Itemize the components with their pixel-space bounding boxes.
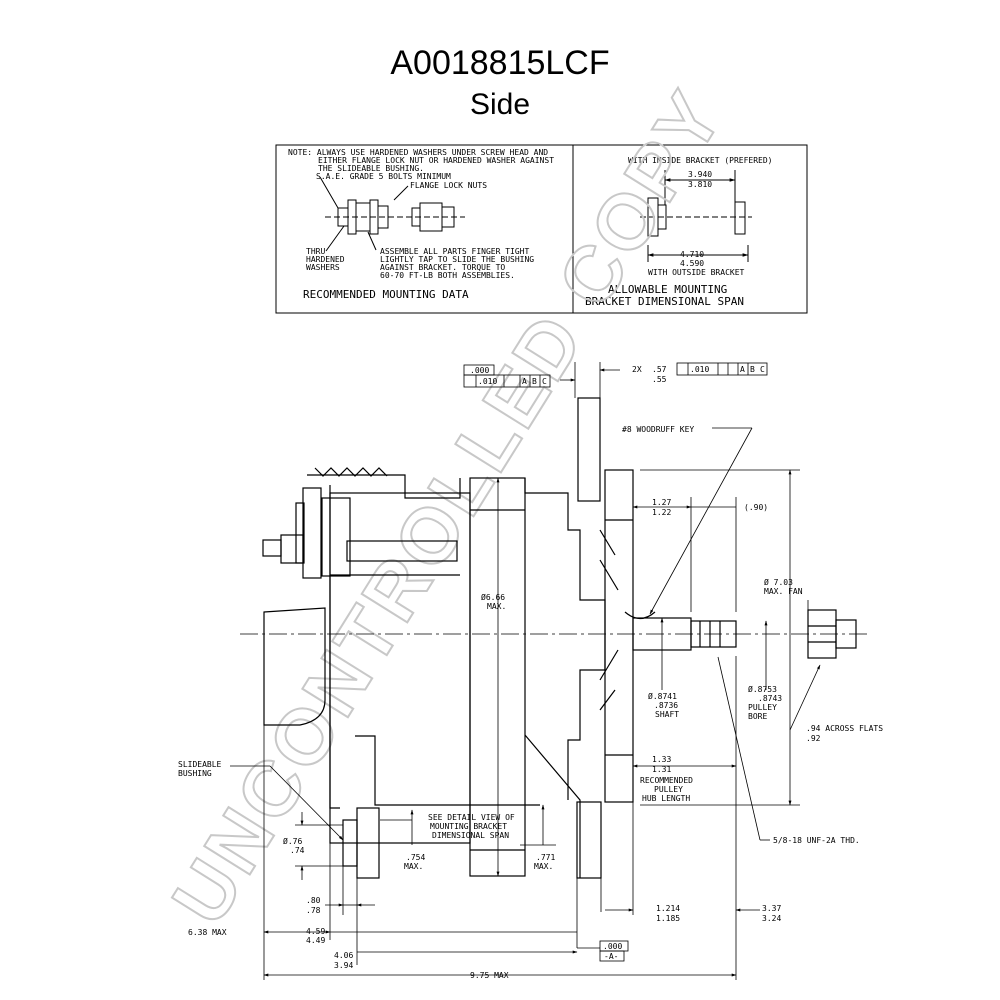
bore-dia-upper: Ø.8753: [748, 684, 777, 694]
assemble-line-1: ASSEMBLE ALL PARTS FINGER TIGHT: [380, 247, 529, 256]
d754-label: MAX.: [404, 862, 423, 871]
body-dia-value: Ø6.66: [481, 592, 505, 602]
detail-note-3: DIMENSIONAL SPAN: [432, 831, 509, 840]
d406-lower: 3.94: [334, 961, 353, 970]
d1214-upper: 1.214: [656, 904, 680, 913]
d638-label: 6.38 MAX: [188, 928, 227, 937]
datum-right-prefix: 2X: [632, 365, 642, 374]
d080-lower: .78: [306, 906, 321, 915]
datum-right-a: A: [740, 365, 745, 374]
thread-label: 5/8-18 UNF-2A THD.: [773, 836, 860, 845]
d337-upper: 3.37: [762, 904, 781, 913]
d771-label: MAX.: [534, 862, 553, 871]
datum-left-tol: .010: [478, 377, 497, 386]
bolt-grade-label: S.A.E. GRADE 5 BOLTS MINIMUM: [316, 172, 451, 181]
part-number-title: A0018815LCF: [390, 44, 610, 82]
datum-left-c: C: [542, 377, 547, 386]
shaft-dia-upper: Ø.8741: [648, 691, 677, 701]
hub-dim-upper: 1.27: [652, 498, 671, 507]
outside-dim-lower: 4.590: [680, 259, 704, 268]
outside-bracket-label: WITH OUTSIDE BRACKET: [648, 268, 745, 277]
body-dia-label: MAX.: [487, 602, 506, 611]
bushing-dia-upper: Ø.76: [283, 836, 302, 846]
recommended-mounting-caption: RECOMMENDED MOUNTING DATA: [303, 288, 469, 301]
datum-left-a: A: [522, 377, 527, 386]
hub-length-upper: 1.33: [652, 755, 671, 764]
d406-upper: 4.06: [334, 951, 353, 960]
datum-right-dim-2: .55: [652, 375, 667, 384]
mounting-data-box: [275, 144, 808, 314]
d771-value: .771: [536, 853, 555, 862]
woodruff-key-label: #8 WOODRUFF KEY: [622, 425, 694, 434]
bore-dia-lower: .8743: [758, 694, 782, 703]
flats-upper: .94 ACROSS FLATS: [806, 724, 883, 733]
hub-length-label-1: RECOMMENDED: [640, 776, 693, 785]
note-line-1: NOTE: ALWAYS USE HARDENED WASHERS UNDER …: [288, 148, 548, 157]
datum-bottom-label: -A-: [604, 952, 618, 961]
bracket-span-sketch: [640, 170, 752, 262]
datum-right-dim-1: .57: [652, 365, 667, 374]
flange-nut-label: FLANGE LOCK NUTS: [410, 181, 487, 190]
hub-dim-lower: 1.22: [652, 508, 671, 517]
d459-upper: 4.59: [306, 927, 325, 936]
inside-bracket-label: WITH INSIDE BRACKET (PREFERED): [628, 156, 773, 165]
ref-090-label: (.90): [744, 503, 768, 512]
bore-label: BORE: [748, 712, 767, 721]
assemble-line-2: LIGHTLY TAP TO SLIDE THE BUSHING: [380, 255, 534, 264]
d337-lower: 3.24: [762, 914, 781, 923]
fan-dia-label: MAX. FAN: [764, 587, 803, 596]
d459-lower: 4.49: [306, 936, 325, 945]
datum-left-b: B: [532, 377, 537, 386]
d975-label: 9.75 MAX: [470, 971, 509, 980]
allowable-span-caption-2: BRACKET DIMENSIONAL SPAN: [585, 295, 744, 308]
datum-right-c: C: [760, 365, 765, 374]
note-line-2: EITHER FLANGE LOCK NUT OR HARDENED WASHE…: [318, 156, 554, 165]
flats-lower: .92: [806, 734, 821, 743]
bushing-label-1: SLIDEABLE: [178, 760, 222, 769]
datum-right-b: B: [750, 365, 755, 374]
allowable-span-caption-1: ALLOWABLE MOUNTING: [608, 283, 727, 296]
bushing-dia-lower: .74: [290, 846, 305, 855]
thru-label-1: THRU: [306, 247, 325, 256]
inside-dim-lower: 3.810: [688, 180, 712, 189]
inside-dim-upper: 3.940: [688, 170, 712, 179]
detail-note-2: MOUNTING BRACKET: [430, 822, 507, 831]
shaft-label: SHAFT: [655, 710, 679, 719]
bushing-label-2: BUSHING: [178, 769, 212, 778]
datum-bottom-value: .000: [603, 942, 622, 951]
view-subtitle: Side: [469, 88, 531, 121]
datum-right-tol: .010: [690, 365, 709, 374]
shaft-dia-lower: .8736: [654, 701, 678, 710]
assemble-line-4: 60-70 FT-LB BOTH ASSEMBLIES.: [380, 271, 515, 280]
thru-label-2: HARDENED: [306, 255, 345, 264]
assemble-line-3: AGAINST BRACKET. TORQUE TO: [380, 263, 505, 272]
pulley-label: PULLEY: [748, 703, 777, 712]
d1214-lower: 1.185: [656, 914, 680, 923]
thru-label-3: WASHERS: [306, 263, 340, 272]
d754-value: .754: [406, 853, 425, 862]
fan-dia-value: Ø 7.03: [764, 577, 793, 587]
hub-length-label-3: HUB LENGTH: [642, 794, 690, 803]
note-line-3: THE SLIDEABLE BUSHING.: [318, 164, 424, 173]
d080-upper: .80: [306, 896, 321, 905]
datum-left-top: .000: [470, 366, 489, 375]
hub-length-label-2: PULLEY: [654, 785, 683, 794]
detail-note-1: SEE DETAIL VIEW OF: [428, 813, 515, 822]
hub-length-lower: 1.31: [652, 765, 671, 774]
bolt-assembly-sketch: [319, 176, 465, 252]
dimension-lines: [230, 362, 821, 980]
